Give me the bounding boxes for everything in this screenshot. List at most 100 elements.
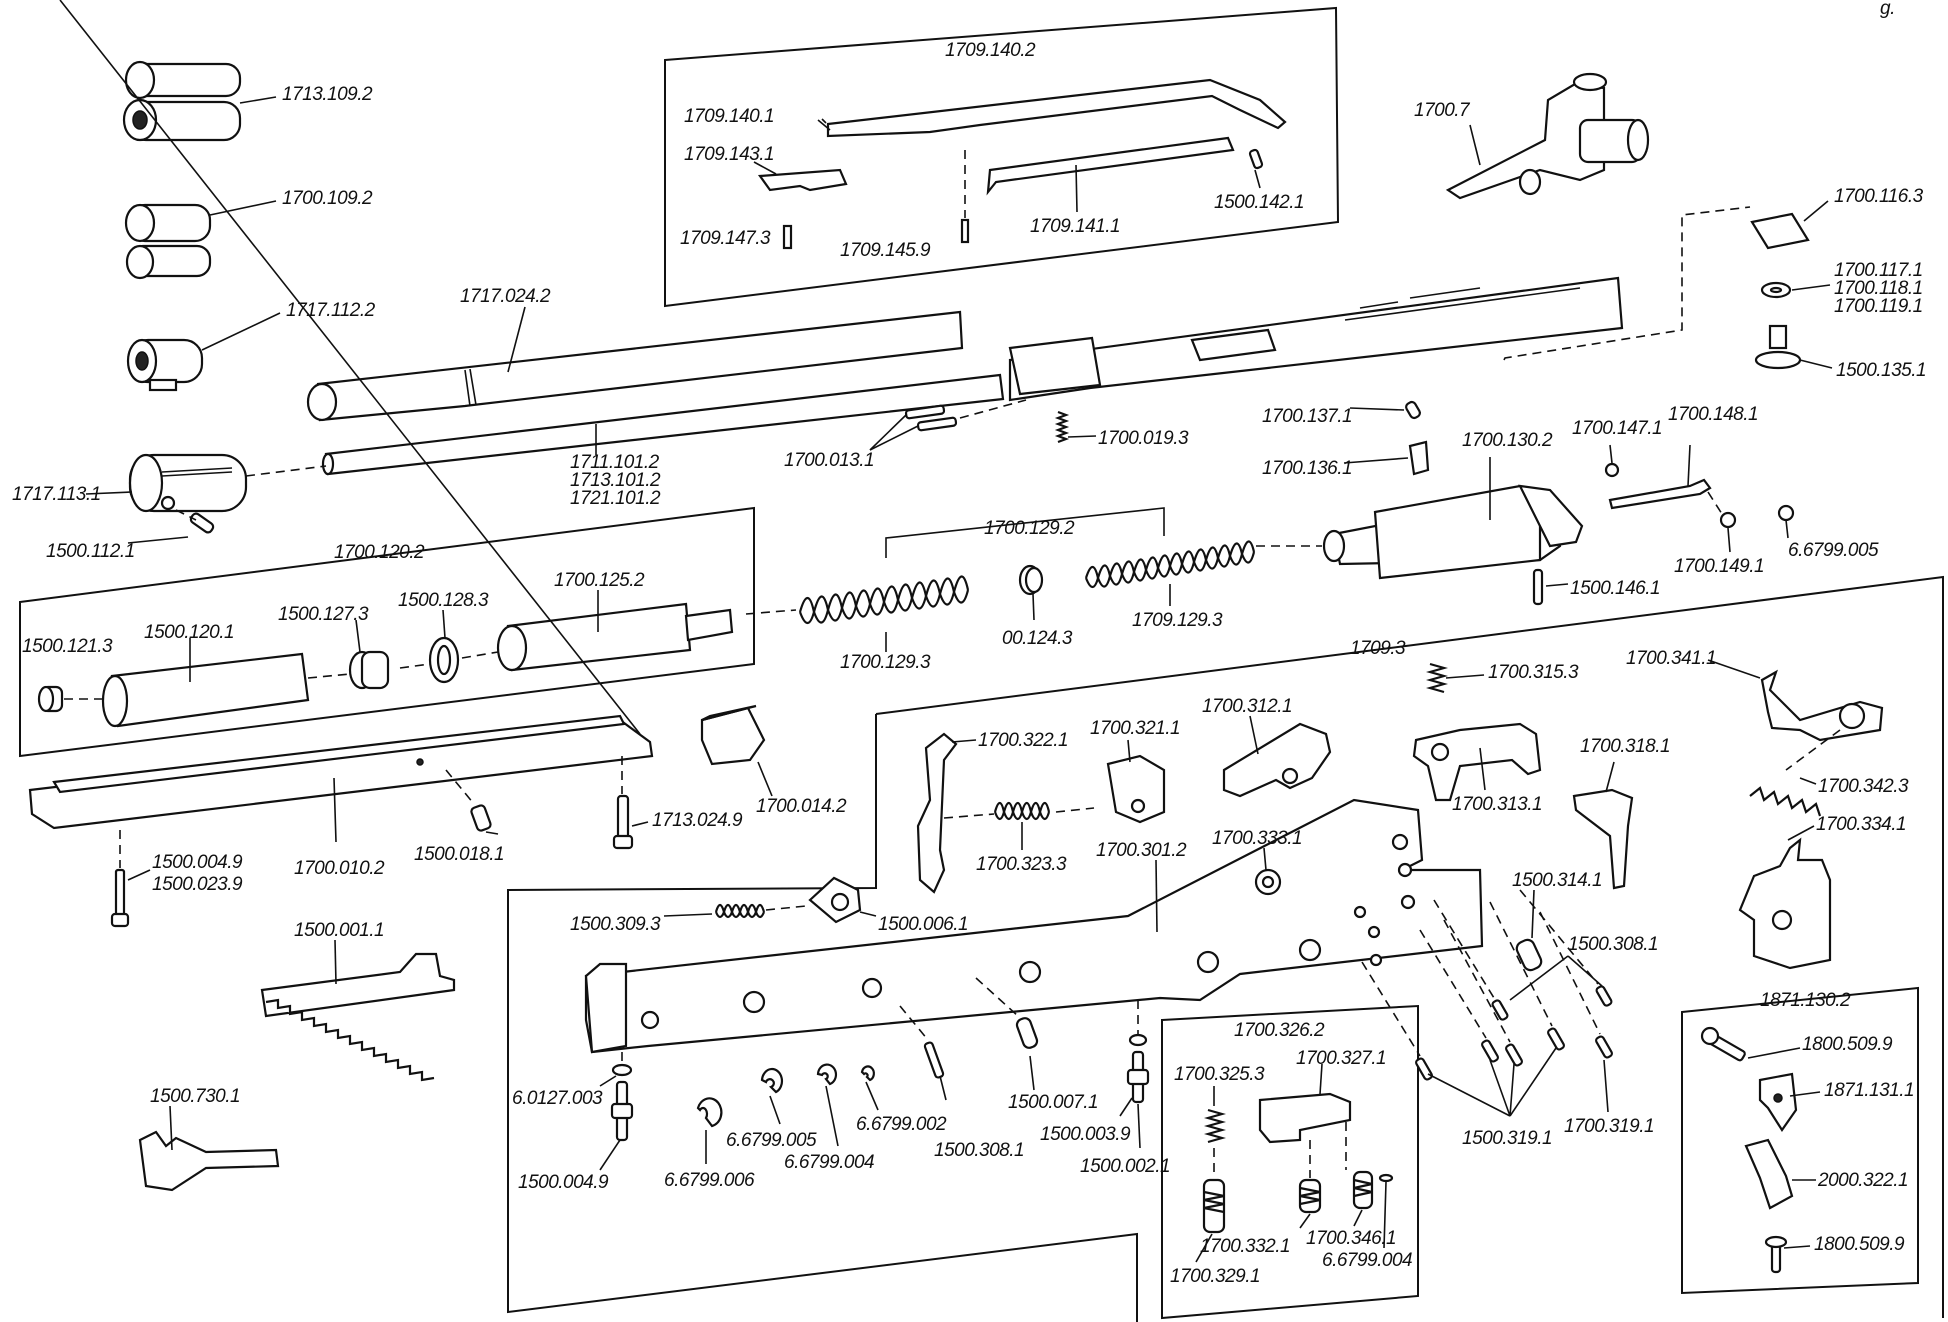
label-1500-308-1: 1500.308.1 (1568, 934, 1658, 955)
label-1709-129-3: 1709.129.3 (1132, 610, 1223, 631)
screw-1713-024-9 (612, 756, 649, 850)
lever-1700-334-1 (1738, 825, 1832, 970)
pin-1700-137-1 (1349, 400, 1421, 420)
block-1700-327-1 (1258, 1063, 1352, 1178)
barrel-1717-024-2 (306, 306, 964, 422)
group-box-1709-3-left (507, 714, 1138, 1322)
tube-1500-120-1 (101, 638, 310, 728)
bracket-1700-129-2 (885, 507, 1165, 558)
label-1700-315-3: 1700.315.3 (1488, 662, 1579, 683)
label-1713-024-9: 1713.024.9 (652, 810, 743, 831)
washer-6-0127-003 (599, 1052, 633, 1087)
spring-1700-325-3 (1203, 1086, 1227, 1176)
label-1500-023-9: 1500.023.9 (152, 874, 243, 895)
front-sight-1713-109-2 (122, 60, 277, 142)
label-1500-002-1: 1500.002.1 (1080, 1156, 1170, 1177)
trigger-2000-322-1 (1744, 1138, 1816, 1210)
label-1700-129-3: 1700.129.3 (840, 652, 931, 673)
pin-1500-007-1 (975, 977, 1039, 1091)
piston-1700-125-2 (461, 590, 734, 672)
label-1500-135-1: 1500.135.1 (1836, 360, 1926, 381)
label-1500-120-1: 1500.120.1 (144, 622, 234, 643)
label-1500-003-9: 1500.003.9 (1040, 1124, 1131, 1145)
label-1500-018-1: 1500.018.1 (414, 844, 504, 865)
label-1700-109-2: 1700.109.2 (282, 188, 373, 209)
label-1700-342-3: 1700.342.3 (1818, 776, 1909, 797)
pin-1500-018-1 (445, 769, 499, 835)
screw-1500-003-9 (1119, 1050, 1150, 1149)
lever-1700-322-1 (916, 732, 977, 894)
pin-1709-145-9 (960, 218, 970, 244)
label-1709-145-9: 1709.145.9 (840, 240, 931, 261)
label-1700-118-1: 1700.118.1 (1834, 278, 1923, 299)
sear-1700-321-1 (1106, 739, 1166, 824)
pin-1500-112-1 (127, 509, 215, 544)
label-1500-319-1: 1500.319.1 (1462, 1128, 1552, 1149)
group-box-1709-140-2 (664, 6, 1340, 308)
spring-1700-019-3 (1054, 410, 1097, 444)
pin-group-1500-308-1 (1433, 889, 1613, 1021)
clip-6-6799-005-top (1777, 504, 1795, 539)
label-1709-143-1: 1709.143.1 (684, 144, 774, 165)
label-1700-116-3: 1700.116.3 (1834, 186, 1924, 207)
spring-1700-129-3 (745, 575, 970, 652)
label-1709-140-2: 1709.140.2 (945, 40, 1036, 61)
label-1721-101-2: 1721.101.2 (570, 488, 661, 509)
label-1700-147-1: 1700.147.1 (1572, 418, 1662, 439)
label-1700-019-3: 1700.019.3 (1098, 428, 1189, 449)
pin-1700-147-1 (1604, 444, 1620, 478)
spring-1709-129-3 (1084, 540, 1256, 606)
screw-1500-004-9-left (110, 830, 151, 928)
label-1713-109-2: 1713.109.2 (282, 84, 373, 105)
label-1700-346-1: 1700.346.1 (1306, 1228, 1396, 1249)
front-sight-1700-109-2 (124, 200, 277, 280)
label-1500-006-1: 1500.006.1 (878, 914, 968, 935)
label-1500-001-1: 1500.001.1 (294, 920, 384, 941)
rail-1700-010-2 (28, 0, 654, 843)
safety-1700-341-1 (1707, 659, 1884, 771)
washer-1700-117-1 (1760, 281, 1831, 299)
label-1500-004-9-bottom: 1500.004.9 (518, 1172, 609, 1193)
screw-1800-509-9-bottom (1764, 1235, 1811, 1274)
label-6-6799-005-bottom: 6.6799.005 (726, 1130, 817, 1151)
spring-1700-342-3 (1749, 777, 1822, 817)
spring-1500-309-3 (663, 903, 807, 919)
label-1700-313-1: 1700.313.1 (1452, 794, 1542, 815)
label-1700-329-1: 1700.329.1 (1170, 1266, 1260, 1287)
spacer-1700-333-1 (1254, 847, 1282, 896)
label-1500-314-1: 1500.314.1 (1512, 870, 1602, 891)
label-6-6799-006: 6.6799.006 (664, 1170, 755, 1191)
label-1700-332-1: 1700.332.1 (1200, 1236, 1290, 1257)
group-box-1871-130-2 (1681, 986, 1919, 1295)
label-1700-327-1: 1700.327.1 (1296, 1048, 1386, 1069)
label-1700-321-1: 1700.321.1 (1090, 718, 1180, 739)
pins-1700-013-1 (869, 399, 1027, 451)
latch-1700-136-1 (1343, 440, 1430, 476)
label-1713-101-2: 1713.101.2 (570, 470, 661, 491)
plunger-1700-332-1 (1298, 1178, 1322, 1229)
label-1500-308-1-bottom: 1500.308.1 (934, 1140, 1024, 1161)
front-sight-1717-112-2 (126, 312, 281, 392)
cylinder-1700-130-2 (1256, 457, 1584, 580)
label-1700-312-1: 1700.312.1 (1202, 696, 1292, 717)
label-1700-325-3: 1700.325.3 (1174, 1064, 1265, 1085)
label-1500-004-9-left: 1500.004.9 (152, 852, 243, 873)
screw-1800-509-9-top (1700, 1026, 1801, 1062)
label-1700-7: 1700.7 (1414, 100, 1471, 121)
pin-1500-314-1 (1515, 889, 1543, 972)
label-1500-121-3: 1500.121.3 (22, 636, 113, 657)
label-1709-147-3: 1709.147.3 (680, 228, 771, 249)
buttplate-1700-014-2 (700, 704, 773, 797)
lever-1700-312-1 (1222, 715, 1332, 798)
label-1700-010-2: 1700.010.2 (294, 858, 385, 879)
header-fragment: g. (1880, 0, 1895, 19)
clip-6-6799-005-bottom (760, 1067, 784, 1125)
lever-1700-148-1 (1608, 444, 1712, 510)
eccentric-1500-006-1 (808, 876, 877, 924)
label-1500-730-1: 1500.730.1 (150, 1086, 240, 1107)
tool-1500-730-1 (138, 1105, 280, 1192)
group-box-1700-120-2 (19, 506, 755, 758)
pins-1500-319-1 (1361, 901, 1613, 1117)
